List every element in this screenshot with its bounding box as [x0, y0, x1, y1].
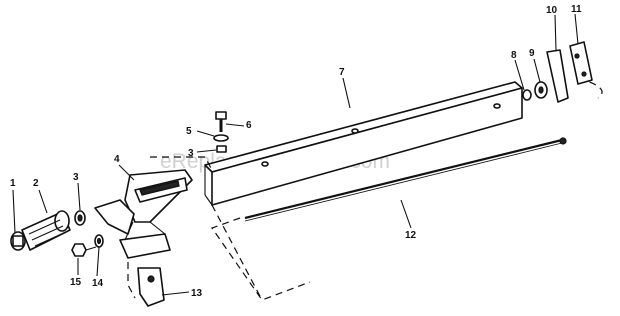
callout-9: 9 [529, 48, 535, 59]
part-2-handle [21, 210, 71, 251]
part-3-washer-left [74, 210, 86, 226]
callout-10: 10 [546, 5, 558, 16]
part-11-end-plate [569, 41, 593, 85]
callout-2: 2 [33, 178, 39, 189]
callout-11: 11 [571, 4, 582, 15]
callout-5: 5 [186, 126, 192, 137]
part-5-washer [213, 134, 229, 142]
part-12-rod [244, 137, 567, 222]
callout-7: 7 [339, 67, 345, 78]
part-14-washer [94, 234, 104, 248]
part-15-nut [71, 243, 97, 257]
callout-1: 1 [10, 178, 16, 189]
callout-15: 15 [70, 277, 82, 288]
part-13-clamp [137, 267, 165, 307]
part-1-knob [10, 231, 26, 251]
part-4-fence-head [94, 169, 193, 259]
callout-12: 12 [405, 230, 417, 241]
part-10-bracket [546, 49, 569, 103]
part-6-bolt [215, 111, 227, 132]
callout-4: 4 [114, 154, 120, 165]
leader-lines [12, 13, 579, 296]
callout-13: 13 [191, 288, 203, 299]
part-7-fence-rail [204, 81, 523, 206]
part-3-washer-center [216, 145, 227, 153]
callout-14: 14 [92, 278, 104, 289]
part-8-nut [522, 89, 532, 101]
callout-3-center: 3 [188, 148, 194, 159]
callout-8: 8 [511, 50, 517, 61]
callout-6: 6 [246, 120, 252, 131]
callout-3: 3 [73, 172, 79, 183]
part-9-washer [534, 81, 548, 99]
